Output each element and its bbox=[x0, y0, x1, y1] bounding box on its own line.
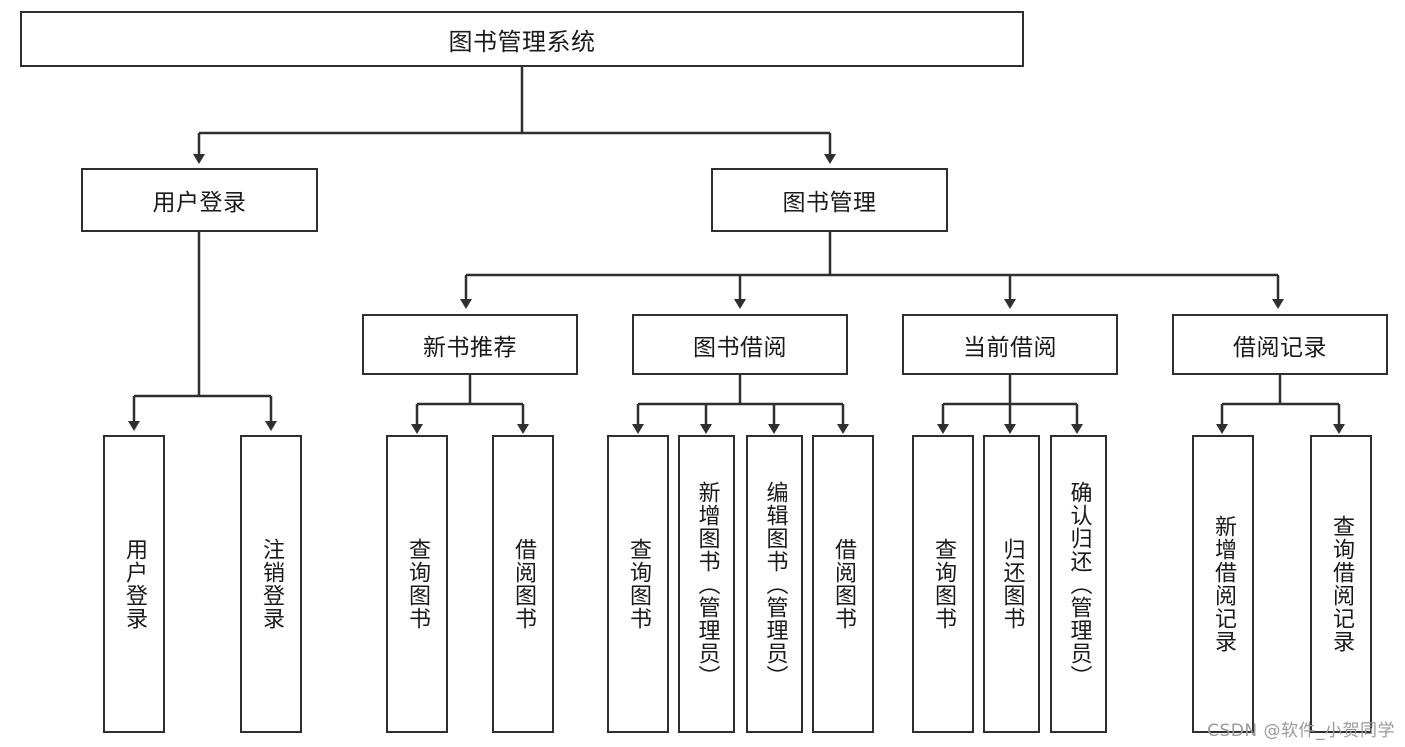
leaf-return-book[interactable]: 归还图书 bbox=[983, 435, 1040, 733]
leaf-borrow-book-recommend[interactable]: 借阅图书 bbox=[492, 435, 554, 733]
node-label: 归还图书 bbox=[999, 538, 1025, 630]
node-label: 用户登录 bbox=[121, 538, 147, 630]
node-current-borrow[interactable]: 当前借阅 bbox=[902, 314, 1118, 375]
node-label: 查询图书 bbox=[404, 538, 430, 630]
leaf-user-login[interactable]: 用户登录 bbox=[103, 435, 165, 733]
node-label: 编辑图书（管理员） bbox=[762, 480, 788, 688]
node-label: 查询借阅记录 bbox=[1328, 515, 1354, 653]
node-label: 注销登录 bbox=[258, 538, 284, 630]
node-root-system[interactable]: 图书管理系统 bbox=[20, 11, 1024, 67]
leaf-add-book-admin[interactable]: 新增图书（管理员） bbox=[678, 435, 735, 733]
leaf-user-logout[interactable]: 注销登录 bbox=[240, 435, 302, 733]
node-label: 图书借阅 bbox=[693, 334, 787, 361]
leaf-add-borrow-record[interactable]: 新增借阅记录 bbox=[1192, 435, 1254, 733]
leaf-query-borrow-record[interactable]: 查询借阅记录 bbox=[1310, 435, 1372, 733]
node-label: 图书管理系统 bbox=[448, 27, 596, 56]
node-label: 新增图书（管理员） bbox=[694, 480, 720, 688]
node-label: 查询图书 bbox=[625, 538, 651, 630]
node-user-login[interactable]: 用户登录 bbox=[81, 168, 318, 232]
node-book-borrow[interactable]: 图书借阅 bbox=[632, 314, 848, 375]
node-label: 借阅记录 bbox=[1233, 334, 1327, 361]
node-borrow-record[interactable]: 借阅记录 bbox=[1172, 314, 1388, 375]
leaf-query-book-recommend[interactable]: 查询图书 bbox=[386, 435, 448, 733]
node-label: 借阅图书 bbox=[510, 538, 536, 630]
node-label: 用户登录 bbox=[152, 190, 247, 216]
node-label: 借阅图书 bbox=[830, 538, 856, 630]
node-new-book-recommend[interactable]: 新书推荐 bbox=[362, 314, 578, 375]
leaf-query-book-borrow[interactable]: 查询图书 bbox=[607, 435, 669, 733]
leaf-edit-book-admin[interactable]: 编辑图书（管理员） bbox=[746, 435, 803, 733]
node-label: 当前借阅 bbox=[963, 334, 1057, 361]
node-label: 新增借阅记录 bbox=[1210, 515, 1236, 653]
node-label: 确认归还（管理员） bbox=[1066, 480, 1092, 688]
leaf-query-book-current[interactable]: 查询图书 bbox=[912, 435, 974, 733]
watermark: CSDN @软件_小贺同学 bbox=[1207, 721, 1395, 741]
leaf-confirm-return-admin[interactable]: 确认归还（管理员） bbox=[1050, 435, 1107, 733]
leaf-borrow-book[interactable]: 借阅图书 bbox=[812, 435, 874, 733]
node-label: 查询图书 bbox=[930, 538, 956, 630]
node-book-management[interactable]: 图书管理 bbox=[711, 168, 948, 232]
node-label: 图书管理 bbox=[782, 190, 877, 216]
node-label: 新书推荐 bbox=[423, 334, 517, 361]
